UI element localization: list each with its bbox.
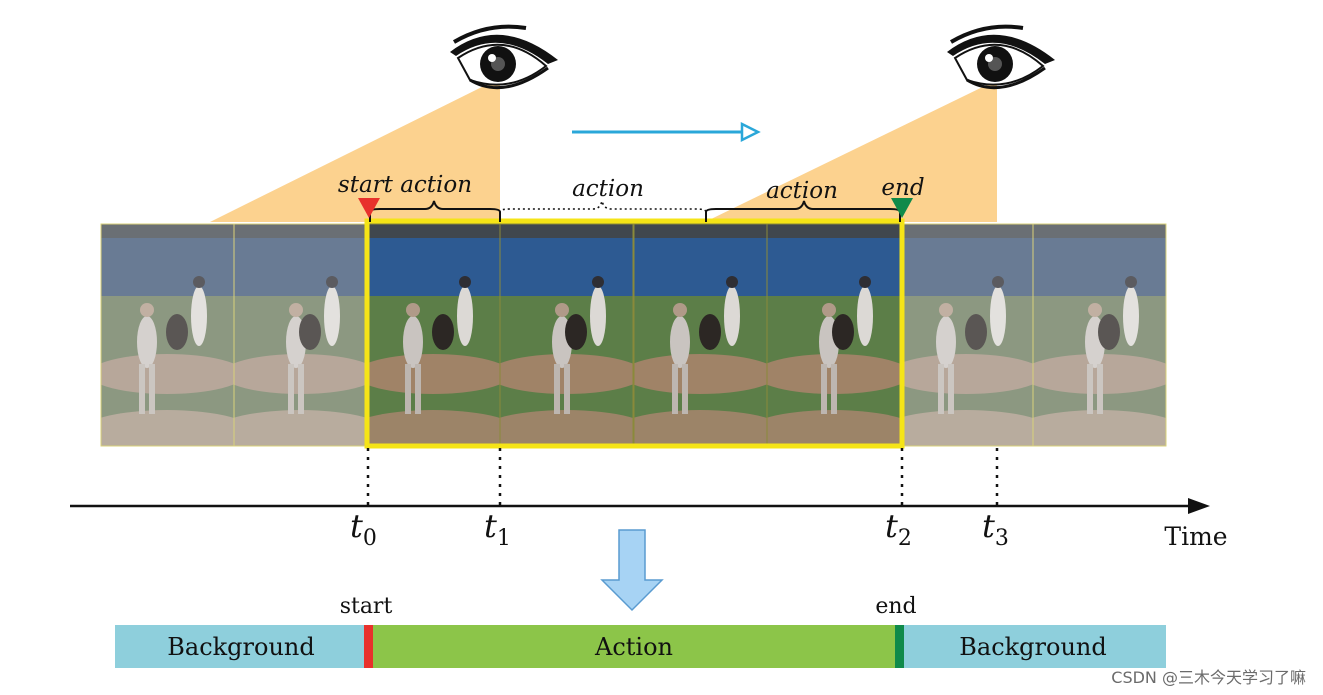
video-frame <box>234 224 367 446</box>
arrow-down-icon <box>600 529 664 612</box>
watermark: CSDN @三木今天学习了嘛 <box>1111 668 1306 687</box>
segment-label-background-left: Background <box>167 633 315 661</box>
video-frame <box>101 224 234 446</box>
label-action-1: action <box>572 176 644 202</box>
view-cone-right <box>705 80 997 222</box>
segment-background-left <box>115 625 364 668</box>
segment-background-right <box>904 625 1166 668</box>
tick-label-t2: t2 <box>885 507 912 551</box>
label-end-lower: end <box>875 594 916 619</box>
segment-action <box>373 625 895 668</box>
video-frame <box>900 224 1033 446</box>
label-start: start <box>340 594 393 619</box>
end-marker <box>891 198 913 218</box>
action-window-highlight <box>364 218 905 449</box>
video-frame <box>500 224 633 446</box>
label-start-action: start action <box>338 172 472 198</box>
eye-icon <box>947 24 1055 90</box>
brace-action-dotted <box>499 200 707 218</box>
label-action-2: action <box>766 178 838 204</box>
video-frame <box>634 224 767 446</box>
segment-label-action: Action <box>594 633 673 661</box>
tick-label-t0: t0 <box>350 507 377 551</box>
label-time: Time <box>1164 522 1227 551</box>
segment-start-boundary <box>364 625 373 668</box>
video-frames <box>100 223 1167 447</box>
brace-start-action <box>369 200 501 222</box>
arrow-right-icon <box>572 121 761 143</box>
tick-label-t3: t3 <box>982 507 1009 551</box>
video-frame <box>1033 224 1166 446</box>
eye-icon <box>450 24 558 90</box>
label-end: end <box>881 175 924 201</box>
time-axis-arrowhead <box>1188 498 1210 514</box>
view-cone-left <box>210 78 500 222</box>
start-marker <box>358 198 380 218</box>
video-frame <box>767 224 900 446</box>
video-frame <box>367 224 500 446</box>
segment-label-background-right: Background <box>959 633 1107 661</box>
tick-label-t1: t1 <box>484 507 511 551</box>
brace-action <box>705 200 901 222</box>
segment-end-boundary <box>895 625 904 668</box>
